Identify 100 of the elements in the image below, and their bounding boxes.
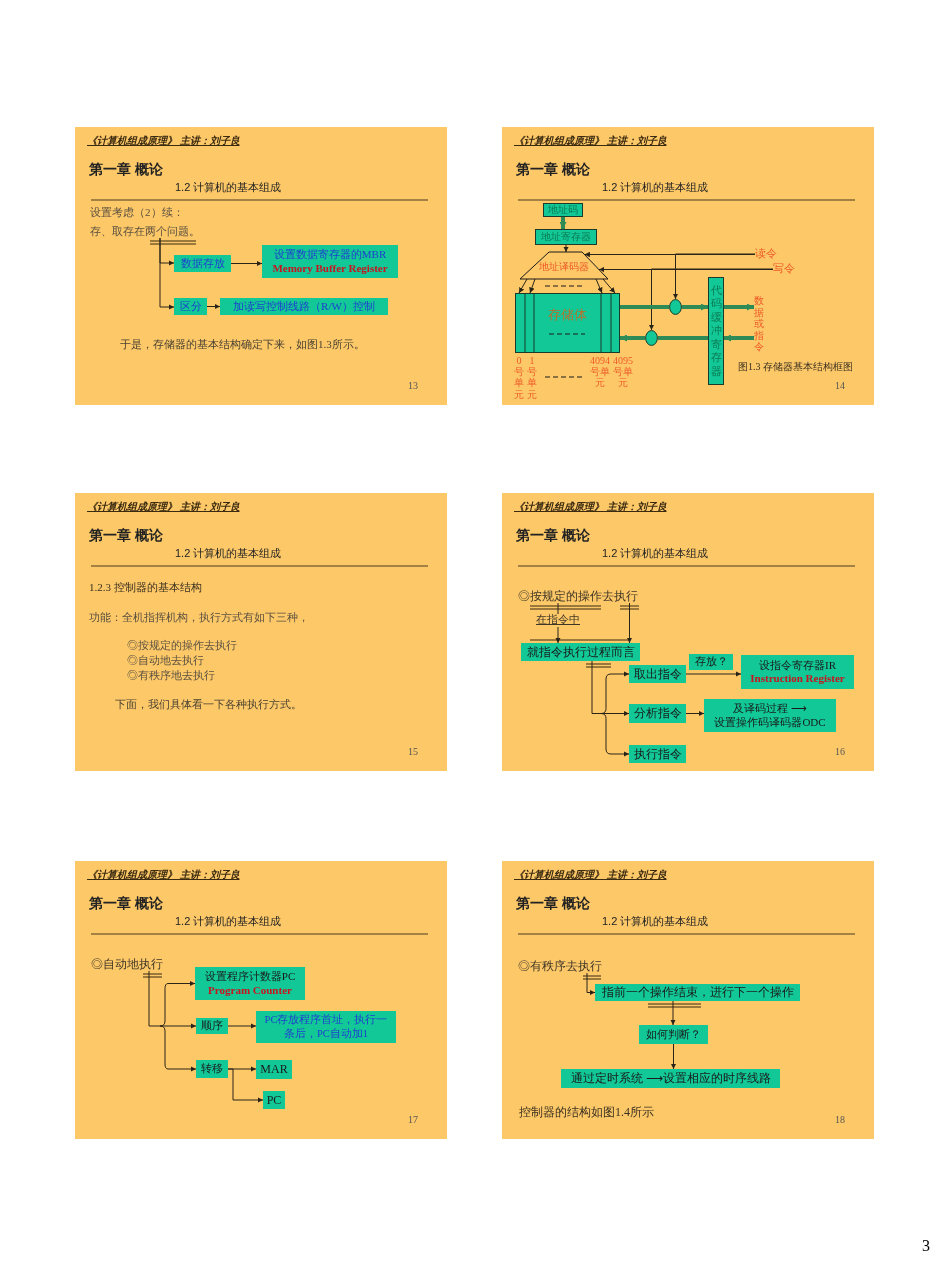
curly-brace	[600, 673, 612, 755]
arrow	[159, 237, 175, 310]
section-title: 1.2 计算机的基本组成	[602, 181, 709, 195]
page-number: 14	[835, 380, 845, 392]
process-box: 分析指令	[629, 704, 686, 723]
body-text: 存、取存在两个问题。	[90, 225, 200, 239]
slide-panel	[75, 127, 447, 405]
process-box: 加读写控制线路（R/W）控制	[220, 298, 388, 315]
register-box: 地址寄存器	[535, 229, 597, 245]
section-title: 1.2 计算机的基本组成	[602, 547, 709, 561]
edge-label: 在指令中	[536, 614, 580, 627]
process-box: 执行指令	[629, 745, 686, 763]
section-heading: 1.2.3 控制器的基本结构	[89, 581, 202, 595]
signal-label: 数据或指令	[754, 295, 764, 353]
connector-line	[148, 970, 161, 1027]
process-box: 如何判断？	[639, 1025, 708, 1044]
arrow	[670, 1043, 677, 1070]
bus-arrow	[724, 303, 754, 311]
arrow	[529, 278, 536, 294]
connector-line	[591, 660, 602, 714]
arrow	[167, 1066, 197, 1072]
memory-array-box: 存储体	[515, 293, 620, 353]
slide-panel	[75, 493, 447, 771]
course-header: 《计算机组成原理》 主讲：刘子良	[514, 135, 667, 147]
body-text: 功能：全机指挥机构，执行方式有如下三种，	[89, 611, 309, 625]
bus-arrow	[620, 334, 645, 342]
section-title: 1.2 计算机的基本组成	[175, 547, 282, 561]
decoder-trapezoid: 地址译码器	[520, 252, 608, 279]
section-title: 1.2 计算机的基本组成	[175, 915, 282, 929]
buffer-register-box: 代码缓冲寄存器	[708, 277, 724, 385]
english-term: Program Counter	[208, 983, 292, 997]
arrow	[206, 303, 221, 310]
page-number: 16	[835, 746, 845, 758]
arrow	[518, 278, 528, 294]
process-box	[741, 655, 854, 689]
slide-panel	[75, 861, 447, 1139]
arrow	[670, 1000, 676, 1026]
box-text: 设置程序计数器PC	[204, 970, 296, 984]
section-title: 1.2 计算机的基本组成	[602, 915, 709, 929]
unit-label: 0号单元	[514, 355, 524, 400]
bullet-item: ◎自动地去执行	[127, 654, 204, 668]
english-term: Instruction Register	[750, 672, 845, 686]
body-text: 下面，我们具体看一下各种执行方式。	[115, 698, 302, 712]
bus-arrow	[559, 217, 567, 229]
bullet-heading: ◎按规定的操作去执行	[518, 589, 638, 604]
process-box	[262, 245, 398, 278]
chapter-title: 第一章 概论	[89, 527, 163, 544]
body-text: 于是，存储器的基本结构确定下来，如图1.3所示。	[120, 338, 365, 352]
page-number: 18	[835, 1114, 845, 1126]
process-box: 就指令执行过程而言	[521, 643, 640, 661]
arrow	[626, 602, 633, 644]
unit-label: 4095号单元	[613, 355, 633, 389]
course-header: 《计算机组成原理》 主讲：刘子良	[87, 135, 240, 147]
bus-arrow	[682, 303, 708, 311]
bus-line	[620, 305, 669, 309]
process-box: 顺序	[196, 1018, 228, 1034]
process-box: 取出指令	[629, 665, 686, 683]
arrow	[595, 278, 603, 294]
arrow	[563, 244, 569, 253]
bullet-heading: ◎有秩序去执行	[518, 959, 602, 974]
chapter-title: 第一章 概论	[516, 161, 590, 178]
arrow	[167, 980, 196, 987]
english-term: Memory Buffer Register	[272, 261, 388, 275]
process-box: 存放？	[689, 654, 733, 670]
course-header: 《计算机组成原理》 主讲：刘子良	[514, 869, 667, 881]
arrow	[227, 1068, 264, 1103]
course-header: 《计算机组成原理》 主讲：刘子良	[87, 869, 240, 881]
gate-circle	[669, 299, 682, 315]
bullet-item: ◎按规定的操作去执行	[127, 639, 237, 653]
arrow	[648, 268, 774, 331]
section-title: 1.2 计算机的基本组成	[175, 181, 282, 195]
arrow	[230, 260, 263, 267]
arrow	[602, 278, 616, 294]
body-text: 控制器的结构如图1.4所示	[519, 1105, 654, 1120]
curly-brace	[159, 983, 169, 1070]
signal-label: 读令	[755, 248, 777, 261]
course-header: 《计算机组成原理》 主讲：刘子良	[87, 501, 240, 513]
gate-circle	[645, 330, 658, 346]
arrow	[685, 671, 742, 677]
arrow	[610, 671, 630, 677]
arrow	[672, 253, 756, 300]
unit-label: 4094号单元	[590, 355, 610, 389]
arrow	[227, 1023, 257, 1029]
chapter-title: 第一章 概论	[516, 527, 590, 544]
bus-arrow	[724, 334, 754, 342]
process-box: 区分	[174, 298, 207, 315]
process-box: PC	[263, 1091, 285, 1109]
course-header: 《计算机组成原理》 主讲：刘子良	[514, 501, 667, 513]
bus-line	[658, 336, 708, 340]
page-number: 17	[408, 1114, 418, 1126]
page-number: 3	[922, 1236, 930, 1256]
register-box: 地址码	[543, 203, 583, 217]
slide-panel	[502, 861, 874, 1139]
slide-panel	[502, 127, 874, 405]
arrow	[159, 1023, 197, 1029]
chapter-title: 第一章 概论	[516, 895, 590, 912]
page-number: 13	[408, 380, 418, 392]
chapter-title: 第一章 概论	[89, 895, 163, 912]
box-text: 及译码过程 ⟶	[733, 702, 807, 716]
arrow	[610, 751, 630, 757]
